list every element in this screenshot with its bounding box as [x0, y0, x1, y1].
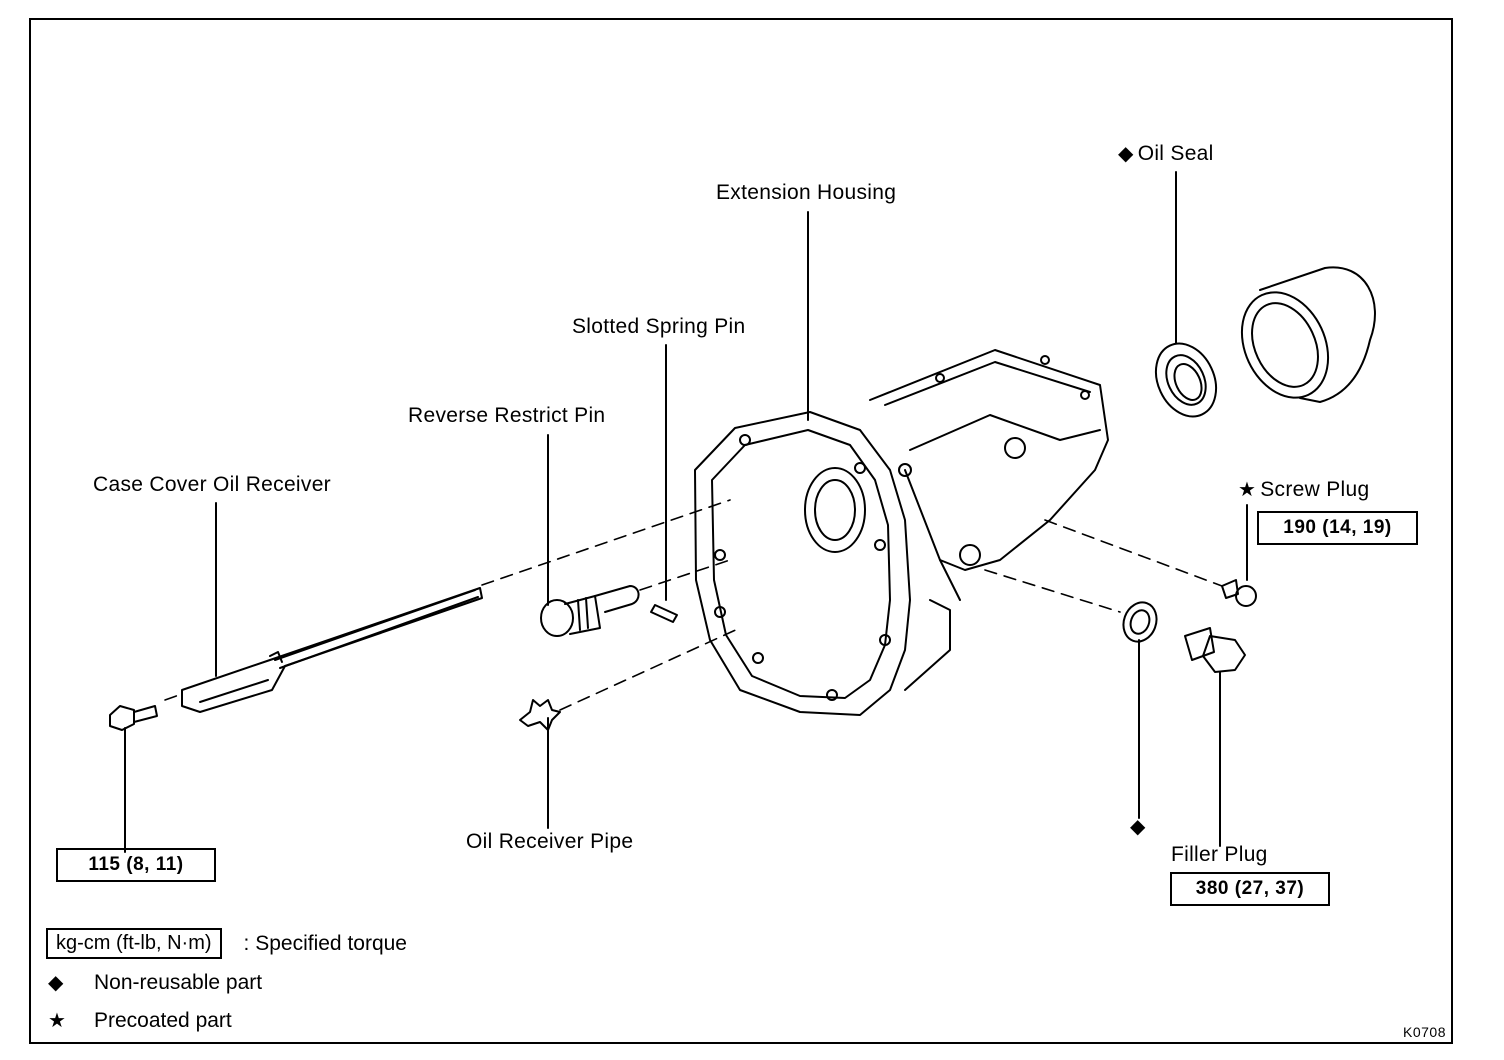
diamond-icon: ◆ [48, 972, 64, 994]
sleeve-part [1240, 266, 1376, 403]
legend-torque-unit: kg-cm (ft-lb, N·m) [46, 928, 222, 959]
diamond-icon: ◆ [1118, 143, 1134, 165]
label-oil-receiver-pipe: Oil Receiver Pipe [466, 830, 634, 853]
star-icon: ★ [1238, 479, 1257, 501]
assembly-dashed-lines [164, 499, 1223, 711]
torque-filler-plug: 380 (27, 37) [1170, 872, 1330, 906]
torque-bolt: 115 (8, 11) [56, 848, 216, 882]
leader-lines [124, 171, 1248, 853]
label-screw-plug: ★Screw Plug [1238, 478, 1370, 501]
screw-plug-part [1221, 579, 1257, 607]
extension-housing-part [694, 349, 1109, 716]
gasket-part [1122, 601, 1158, 643]
label-reverse-restrict-pin: Reverse Restrict Pin [408, 404, 606, 427]
figure-code: K0708 [1403, 1024, 1446, 1040]
label-extension-housing: Extension Housing [716, 181, 897, 204]
oil-seal-part [1154, 342, 1218, 418]
torque-screw-plug: 190 (14, 19) [1257, 511, 1418, 545]
legend-non-reusable: ◆ Non-reusable part [48, 970, 263, 995]
slotted-spring-pin-part [650, 604, 678, 623]
case-cover-oil-receiver-part [181, 587, 483, 713]
diamond-icon: ◆ [1130, 816, 1146, 838]
filler-plug-part [1184, 627, 1246, 673]
label-case-cover-oil-receiver: Case Cover Oil Receiver [93, 473, 331, 496]
label-filler-plug: Filler Plug [1171, 843, 1268, 866]
bolt-part [109, 705, 158, 731]
label-oil-seal: ◆Oil Seal [1118, 142, 1214, 165]
oil-receiver-pipe-part [519, 699, 561, 731]
label-slotted-spring-pin: Slotted Spring Pin [572, 315, 746, 338]
legend-torque-desc: : Specified torque [243, 931, 407, 955]
legend-torque: kg-cm (ft-lb, N·m) : Specified torque [46, 928, 407, 959]
legend-precoated: ★ Precoated part [48, 1008, 232, 1033]
diagram-frame [29, 18, 1453, 1044]
star-icon: ★ [48, 1010, 66, 1032]
reverse-restrict-pin-part [540, 585, 640, 637]
